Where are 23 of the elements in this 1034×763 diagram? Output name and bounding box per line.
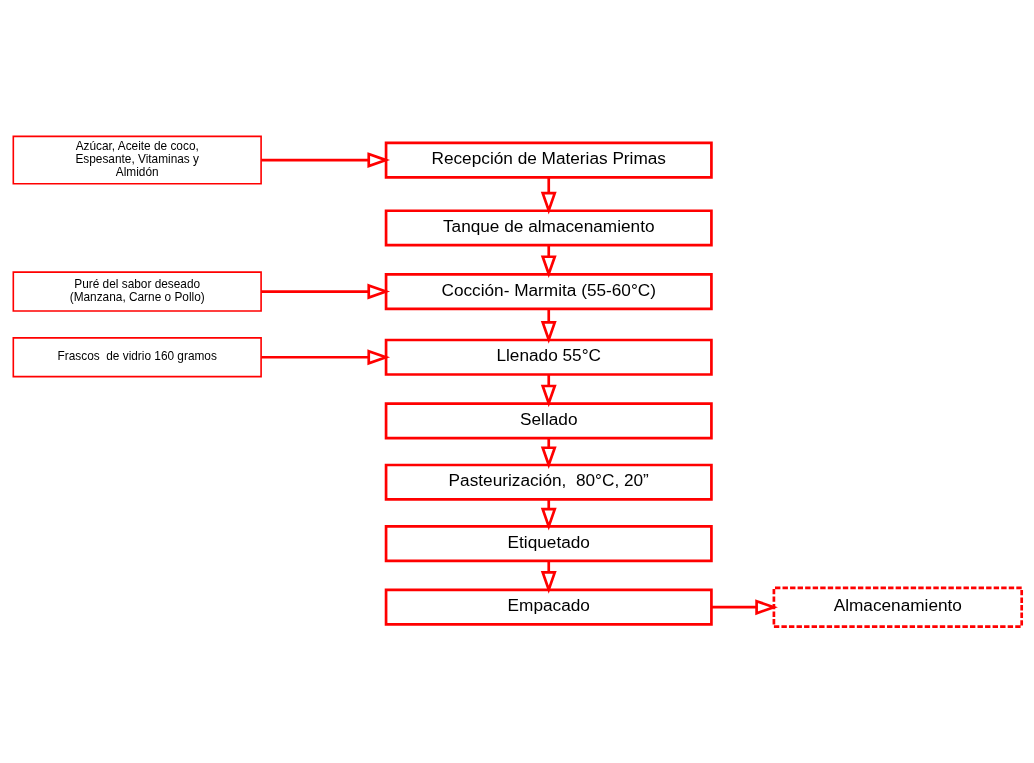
- arrow: [540, 499, 557, 531]
- node-box: Etiquetado: [384, 525, 713, 563]
- arrow: [540, 309, 557, 344]
- arrow: [540, 374, 557, 408]
- node-box: Puré del sabor deseado (Manzana, Carne o Pollo): [12, 271, 262, 312]
- node-box: Cocción- Marmita (55-60°C): [384, 272, 713, 311]
- arrow: [260, 349, 390, 366]
- arrow: [711, 599, 778, 616]
- node-box: Empacado: [384, 588, 713, 626]
- node-box: Pasteurización, 80°C, 20”: [384, 463, 713, 501]
- arrow: [540, 177, 557, 215]
- node-box: Tanque de almacenamiento: [384, 209, 713, 247]
- arrow: [260, 283, 390, 300]
- node-box: Almacenamiento: [772, 586, 1023, 628]
- node-box: Azúcar, Aceite de coco, Espesante, Vitaminas y Almidón: [12, 135, 262, 185]
- node-box: Sellado: [384, 402, 713, 440]
- arrow: [260, 152, 390, 169]
- arrow: [540, 245, 557, 279]
- arrow: [540, 561, 557, 594]
- node-box: Recepción de Materias Primas: [384, 141, 713, 179]
- arrow: [540, 438, 557, 470]
- node-box: Frascos de vidrio 160 gramos: [12, 337, 262, 378]
- node-box: Llenado 55°C: [384, 338, 713, 376]
